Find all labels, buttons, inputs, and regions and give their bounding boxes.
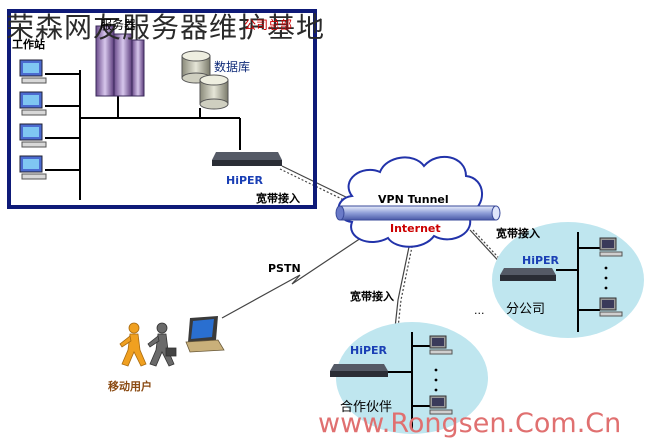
branch-site bbox=[492, 222, 644, 338]
partner-site bbox=[330, 322, 488, 434]
workstation-label: 工作站 bbox=[12, 38, 45, 51]
vpn-tunnel-label: VPN Tunnel bbox=[378, 193, 449, 206]
pstn-label: PSTN bbox=[268, 262, 301, 275]
vpn-tunnel-pipe bbox=[335, 205, 501, 221]
watermark: www.Rongsen.Com.Cn bbox=[318, 408, 622, 439]
workstation-icon bbox=[599, 237, 623, 317]
partner-label: 合作伙伴 bbox=[340, 400, 393, 415]
hq-lan-lines bbox=[45, 70, 241, 200]
hq-router-label: HiPER bbox=[226, 174, 264, 187]
branch-router-label: HiPER bbox=[522, 254, 560, 267]
mobile-user-label: 移动用户 bbox=[108, 380, 152, 393]
branch-ellipsis: ... bbox=[474, 304, 485, 317]
hq-label: 公司总部 bbox=[244, 18, 293, 32]
server-icon bbox=[95, 25, 145, 97]
internet-label: Internet bbox=[390, 222, 441, 235]
mobile-user-icon bbox=[119, 322, 177, 367]
branch-broadband-label: 宽带接入 bbox=[496, 227, 540, 240]
laptop-icon bbox=[185, 316, 225, 353]
server-label: 服务器 bbox=[100, 18, 137, 32]
headquarters-box bbox=[7, 9, 317, 209]
database-icon bbox=[181, 50, 229, 110]
branch-label: 分公司 bbox=[506, 302, 546, 317]
partner-broadband-label: 宽带接入 bbox=[350, 290, 394, 303]
hq-broadband-label: 宽带接入 bbox=[256, 192, 300, 205]
hq-router-icon bbox=[212, 152, 282, 166]
partner-router-icon bbox=[330, 364, 388, 377]
page-title: 荣森网友服务器维护基地 bbox=[6, 11, 326, 44]
database-label: 数据库 bbox=[214, 60, 251, 74]
workstation-icon bbox=[19, 59, 47, 180]
partner-router-label: HiPER bbox=[350, 344, 388, 357]
branch-router-icon bbox=[500, 268, 556, 281]
workstation-icon bbox=[429, 335, 453, 415]
